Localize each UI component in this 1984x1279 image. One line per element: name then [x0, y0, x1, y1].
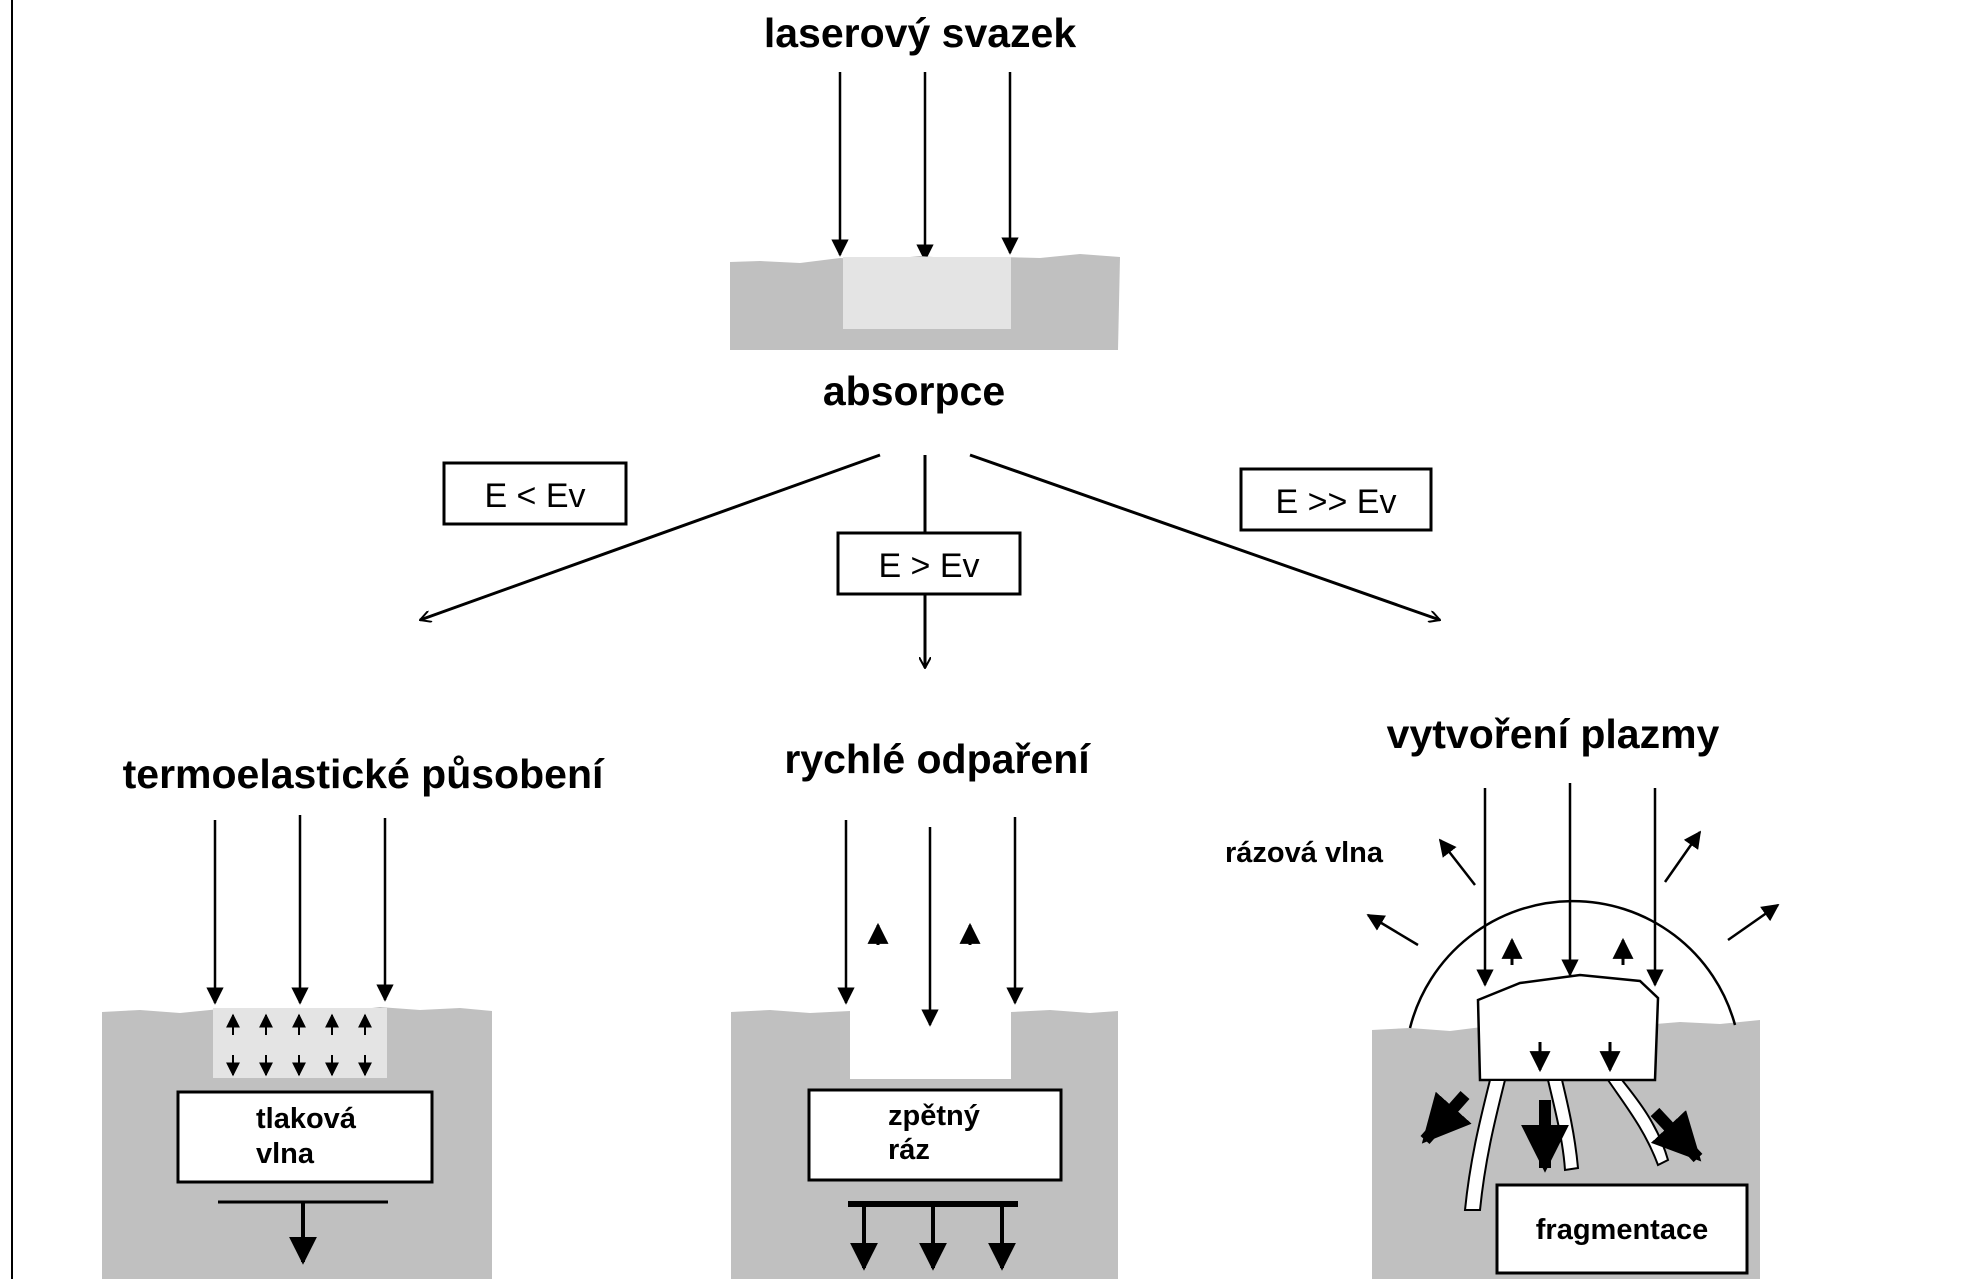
fragmentation-arrows	[1420, 1091, 1703, 1173]
condition-low-label: E < Ev	[484, 477, 585, 515]
plasma-inner-arrows	[1501, 937, 1634, 1073]
shockwave-label: rázová vlna	[1225, 837, 1384, 869]
thermoelastic-title: termoelastické působení	[123, 751, 605, 797]
pressure-wave-box: tlaková vlna	[176, 1090, 434, 1184]
condition-mid-label: E > Ev	[878, 547, 979, 585]
recoil-line1: zpětný	[888, 1100, 980, 1132]
laser-beam-title: laserový svazek	[764, 10, 1077, 56]
evaporation-beams	[837, 817, 1024, 1027]
condition-high-label: E >> Ev	[1276, 483, 1397, 521]
top-material-block	[730, 254, 1120, 350]
condition-high-box: E >> Ev	[1239, 467, 1433, 532]
top-laser-beams	[831, 72, 1019, 262]
pressure-wave-line2: vlna	[256, 1138, 315, 1170]
evaporation-title: rychlé odpaření	[784, 736, 1091, 782]
evaporation-vapor-arrows	[867, 922, 981, 945]
pressure-wave-propagation	[218, 1200, 388, 1265]
recoil-box: zpětný ráz	[807, 1088, 1063, 1182]
shockwave-arrows	[1366, 830, 1780, 947]
fragmentation-box: fragmentace	[1495, 1183, 1749, 1275]
condition-mid-box: E > Ev	[836, 531, 1022, 596]
recoil-line2: ráz	[888, 1134, 930, 1166]
thermoelastic-stress-arrows	[226, 1013, 372, 1077]
plasma-beams	[1476, 783, 1664, 987]
top-heated-zone	[843, 257, 1011, 329]
pressure-wave-line1: tlaková	[256, 1103, 357, 1135]
plasma-title: vytvoření plazmy	[1387, 711, 1720, 757]
thermoelastic-beams	[206, 815, 394, 1005]
condition-low-box: E < Ev	[442, 461, 628, 526]
recoil-propagation	[848, 1201, 1018, 1271]
shockwave-arc	[1408, 899, 1737, 1029]
fragmentation-label: fragmentace	[1536, 1214, 1708, 1246]
absorption-label: absorpce	[823, 368, 1005, 414]
